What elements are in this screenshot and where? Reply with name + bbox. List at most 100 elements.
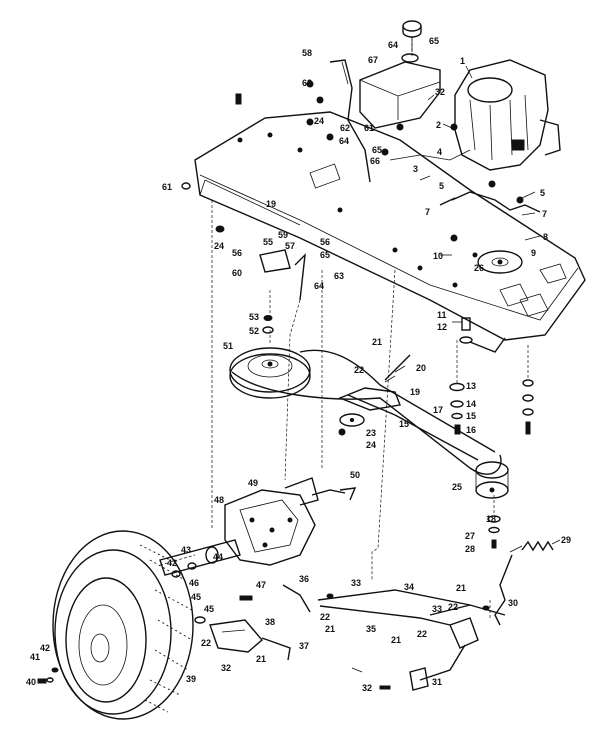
callouts: 1 2 3 4 5 5 7 7 8 9 10 11 12 13 14 15 15… [26,36,571,693]
callout-64c: 64 [314,281,324,291]
callout-22c: 22 [320,612,330,622]
callout-24c: 24 [366,440,376,450]
callout-60: 60 [232,268,242,278]
pulley-arm [439,191,541,213]
callout-26: 26 [474,263,484,273]
callout-32b: 32 [221,663,231,673]
callout-53: 53 [249,312,259,322]
callout-30: 30 [508,598,518,608]
callout-32c: 32 [362,683,372,693]
leader-lines [351,65,561,673]
callout-43: 43 [181,545,191,555]
engine [454,59,561,171]
callout-22d: 22 [417,629,427,639]
callout-21a: 21 [372,337,382,347]
callout-7a: 7 [425,207,430,217]
callout-51: 51 [223,341,233,351]
callout-33a: 33 [351,578,361,588]
callout-63b: 63 [334,271,344,281]
callout-5b: 5 [540,188,545,198]
callout-14: 14 [466,399,476,409]
callout-45b: 45 [204,604,214,614]
idler-pulley-front [339,413,365,427]
callout-1: 1 [460,56,465,66]
hardware-stack-right [449,317,534,435]
callout-21e: 21 [256,654,266,664]
callout-66: 66 [370,156,380,166]
callout-25: 25 [452,482,462,492]
callout-4: 4 [437,147,442,157]
callout-3: 3 [413,164,418,174]
callout-8: 8 [543,232,548,242]
callout-28: 28 [465,544,475,554]
fuel-tank [359,53,441,129]
callout-33b: 33 [432,604,442,614]
v-belt [231,349,502,475]
callout-10: 10 [433,251,443,261]
callout-21b: 21 [456,583,466,593]
callout-50: 50 [350,470,360,480]
callout-21d: 21 [391,635,401,645]
callout-40: 40 [26,677,36,687]
callout-27: 27 [465,531,475,541]
callout-12: 12 [437,322,447,332]
callout-34: 34 [404,582,414,592]
callout-42b: 42 [167,558,177,568]
callout-31: 31 [432,677,442,687]
callout-52: 52 [249,326,259,336]
callout-58: 58 [302,48,312,58]
callout-32a: 32 [435,87,445,97]
callout-9: 9 [531,248,536,258]
spring [509,540,554,553]
callout-39: 39 [186,674,196,684]
callout-21c: 21 [325,624,335,634]
callout-5a: 5 [439,181,444,191]
callout-61a: 61 [162,182,172,192]
callout-36: 36 [299,574,309,584]
callout-2: 2 [436,120,441,130]
callout-13: 13 [466,381,476,391]
callout-20: 20 [416,363,426,373]
callout-37: 37 [299,641,309,651]
callout-44: 44 [213,552,223,562]
callout-22b: 22 [448,602,458,612]
brake-rod [317,589,506,626]
throttle-linkage [329,59,371,183]
callout-22e: 22 [201,638,211,648]
callout-11: 11 [437,310,447,320]
callout-15a: 15 [466,411,476,421]
callout-22a: 22 [354,365,364,375]
wheel-hardware [37,562,197,684]
callout-7b: 7 [542,209,547,219]
hanger-bracket [259,249,306,301]
callout-48: 48 [214,495,224,505]
transaxle [224,477,357,566]
pulley-washer [262,315,274,334]
axle-shaft [159,539,241,576]
callout-45a: 45 [191,592,201,602]
idler-bracket [338,354,411,411]
callout-38: 38 [265,617,275,627]
callout-57: 57 [285,241,295,251]
callout-16: 16 [466,425,476,435]
callout-18: 18 [486,514,496,524]
callout-46: 46 [189,578,199,588]
callout-17: 17 [433,405,443,415]
callout-64a: 64 [388,40,398,50]
pedal-lever [494,554,513,626]
assembly-lines [159,38,529,618]
brake-assembly [194,584,311,661]
callout-24a: 24 [214,241,224,251]
rear-tire [52,530,194,720]
callout-41: 41 [30,652,40,662]
callout-29: 29 [561,535,571,545]
drive-pulley [229,347,311,399]
callout-55: 55 [263,237,273,247]
idler-pulley-rear [475,461,509,499]
callout-24b: 24 [314,116,324,126]
callout-65b: 65 [372,145,382,155]
hardware-small [181,80,524,690]
chassis-frame [194,111,586,341]
callout-62: 62 [340,123,350,133]
